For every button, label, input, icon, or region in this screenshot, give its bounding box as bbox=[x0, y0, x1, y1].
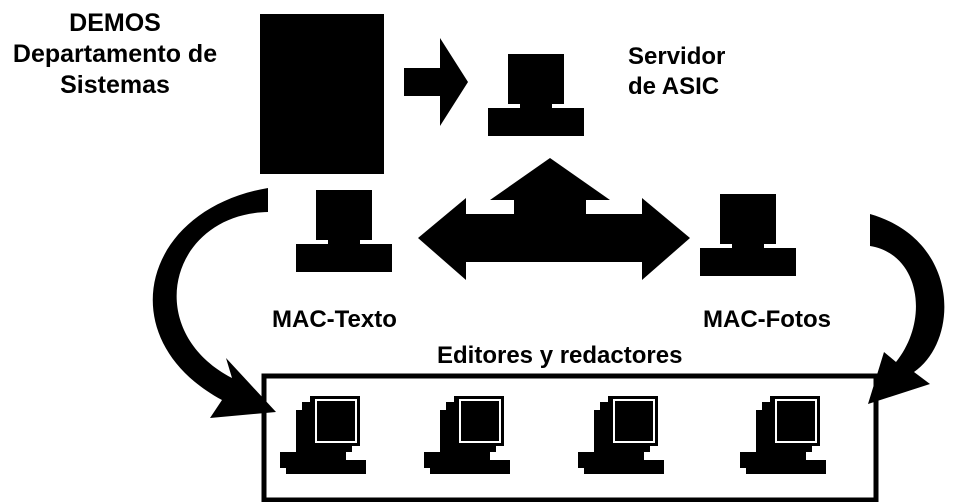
server-computer-icon bbox=[488, 54, 584, 136]
server-label-line2: de ASIC bbox=[628, 73, 720, 100]
server-label-line1: Servidor bbox=[628, 43, 726, 70]
editors-group-frame bbox=[261, 373, 879, 502]
arrow-right-icon bbox=[404, 38, 468, 126]
editor-computer-icon bbox=[577, 395, 665, 475]
curved-arrow-icon bbox=[152, 188, 276, 418]
double-arrow-icon bbox=[418, 158, 690, 280]
demos-subtitle-line1: Departamento de bbox=[12, 40, 218, 68]
editor-computer-icon bbox=[279, 395, 367, 475]
demos-subtitle-line2: Sistemas bbox=[60, 71, 170, 99]
mac-texto-computer-icon bbox=[296, 190, 392, 272]
editors-label: Editores y redactores bbox=[437, 342, 683, 369]
demos-title: DEMOS bbox=[69, 9, 161, 37]
editor-computer-icon bbox=[739, 395, 827, 475]
editor-computer-icon bbox=[423, 395, 511, 475]
demos-block bbox=[260, 14, 384, 174]
mac-fotos-computer-icon bbox=[700, 194, 796, 276]
mac-texto-label: MAC-Texto bbox=[272, 306, 397, 333]
server-label: Servidor de ASIC bbox=[628, 42, 725, 102]
demos-label: DEMOS Departamento de Sistemas bbox=[0, 8, 230, 101]
curved-arrow-icon bbox=[868, 214, 945, 404]
mac-fotos-label: MAC-Fotos bbox=[703, 306, 831, 333]
